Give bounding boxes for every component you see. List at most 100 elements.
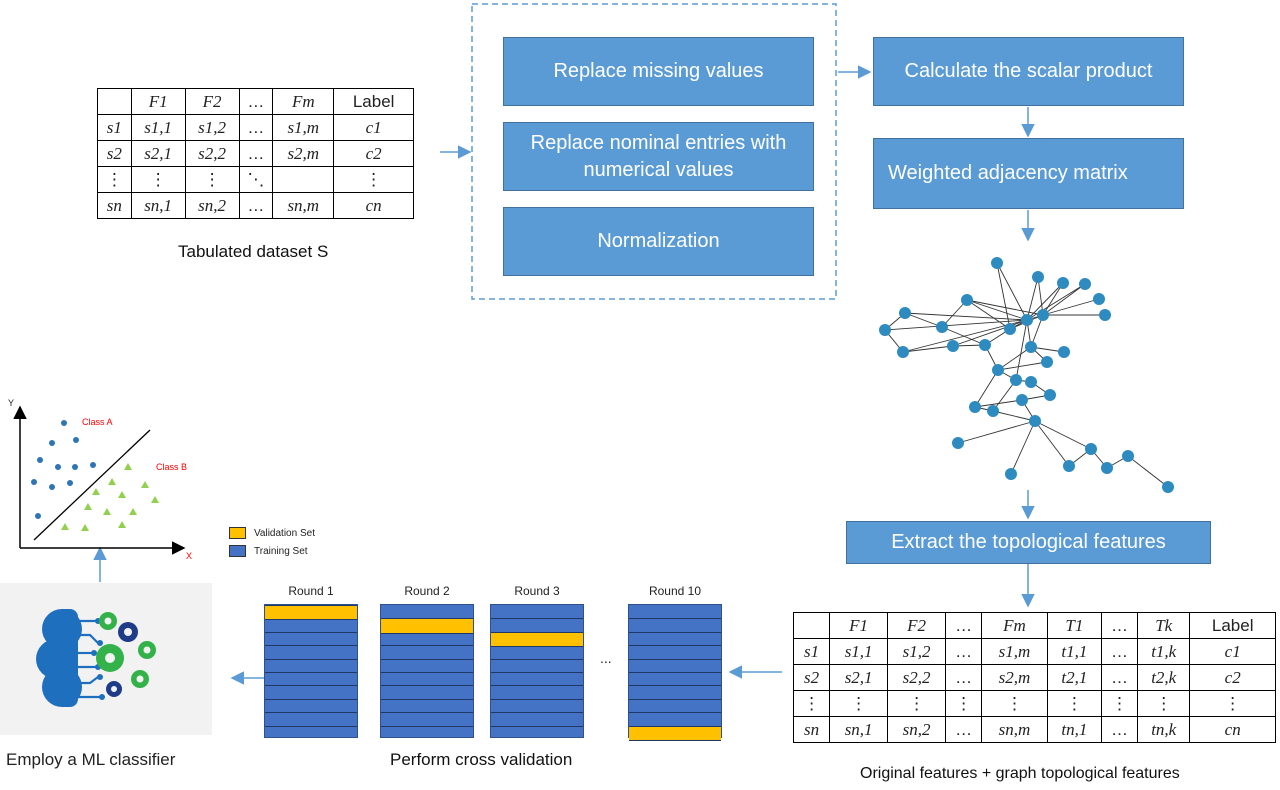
round-label-3: Round 3 — [514, 584, 560, 598]
graph-node — [961, 294, 973, 306]
combined-table-cell: c1 — [1189, 638, 1276, 665]
graph-node — [1058, 346, 1070, 358]
graph-node — [991, 257, 1003, 269]
graph-edge — [992, 410, 1036, 422]
fold-divider — [265, 631, 357, 633]
combined-table-cell: ⋮ — [829, 690, 889, 717]
round-label-2: Round 2 — [404, 584, 450, 598]
dataset-table-cell — [272, 166, 335, 193]
fold-divider — [629, 672, 721, 673]
fold-divider — [491, 712, 583, 714]
combined-table-cell: T1 — [1046, 612, 1102, 639]
legend-training: Training Set — [229, 545, 308, 557]
combined-table-cell: sn,m — [981, 716, 1048, 743]
graph-node — [1032, 271, 1044, 283]
graph-node — [1162, 481, 1174, 493]
graph-node — [1057, 277, 1069, 289]
class-b-point — [108, 478, 116, 485]
class-a-point — [67, 480, 73, 486]
fold-divider — [381, 658, 473, 660]
fold-divider — [381, 685, 473, 687]
graph-node — [897, 346, 909, 358]
dataset-table-cell: F2 — [184, 88, 240, 115]
graph-node — [1016, 394, 1028, 406]
fold-divider — [265, 712, 357, 714]
fold-divider — [629, 618, 721, 620]
replace-nominal-box: Replace nominal entries with numerical v… — [503, 122, 814, 191]
fold-round-10 — [628, 604, 722, 741]
class-a-point — [55, 464, 61, 470]
fold-divider — [265, 672, 357, 673]
fold-round-2 — [380, 604, 474, 738]
combined-table-cell: s1,m — [981, 638, 1048, 665]
normalization-box: Normalization — [503, 207, 814, 276]
combined-table-cell: c2 — [1189, 664, 1276, 691]
fold-divider — [265, 645, 357, 647]
class-a-label: Class A — [82, 417, 113, 427]
graph-node — [1041, 356, 1053, 368]
dataset-table-cell: s2 — [97, 140, 132, 167]
class-b-point — [118, 491, 126, 498]
combined-table-cell — [792, 612, 831, 639]
dataset-table-cell: ⋮ — [97, 166, 132, 193]
graph-edge — [1127, 455, 1169, 488]
combined-table-cell: … — [1100, 664, 1139, 691]
graph-node — [1099, 309, 1111, 321]
combined-table-cell: ⋮ — [887, 690, 947, 717]
graph-edge — [952, 319, 1028, 347]
graph-node — [1079, 278, 1091, 290]
dataset-table-cell: s2,1 — [130, 140, 186, 167]
validation-label: Validation Set — [254, 527, 315, 539]
graph-edge — [992, 379, 1017, 412]
dataset-table-cell: s1 — [97, 114, 132, 141]
class-b-point — [103, 508, 111, 515]
graph-edge — [1034, 420, 1070, 467]
preprocessing-group — [471, 3, 837, 300]
combined-table-cell: tn,k — [1137, 716, 1191, 743]
rounds-ellipsis: ... — [600, 650, 612, 666]
dataset-table-cell: sn,1 — [130, 192, 186, 219]
dataset-table-cell: F1 — [130, 88, 186, 115]
graph-node — [899, 307, 911, 319]
combined-table-cell: Fm — [981, 612, 1048, 639]
graph-edge — [996, 262, 1011, 330]
combined-table-cell: ⋮ — [945, 690, 983, 717]
graph-edge — [966, 299, 1044, 316]
graph-edge — [997, 346, 1032, 371]
graph-edge — [1042, 298, 1100, 316]
fold-divider — [265, 658, 357, 660]
fold-divider — [381, 672, 473, 673]
class-b-point — [84, 503, 92, 510]
class-b-point — [81, 524, 89, 531]
combined-table-cell: s2,m — [981, 664, 1048, 691]
graph-node — [1063, 460, 1075, 472]
fold-divider — [381, 712, 473, 714]
dataset-table-cell: Fm — [272, 88, 335, 115]
class-a-point — [35, 513, 41, 519]
validation-fold — [381, 618, 473, 634]
dataset-table-cell: … — [238, 114, 274, 141]
fold-divider — [629, 658, 721, 660]
graph-node — [947, 340, 959, 352]
combined-table-cell: ⋮ — [1137, 690, 1191, 717]
class-b-point — [141, 481, 149, 488]
class-a-points — [31, 420, 96, 519]
graph-edge — [1010, 420, 1036, 475]
class-b-label: Class B — [156, 462, 188, 472]
class-b-point — [129, 508, 137, 515]
graph-edge — [966, 299, 1011, 330]
class-a-point — [49, 440, 55, 446]
graph-edge — [902, 345, 954, 353]
fold-divider — [629, 645, 721, 647]
combined-table-cell: … — [945, 716, 983, 743]
dataset-table-row: ⋮⋮⋮⋱⋮ — [97, 166, 414, 193]
graph-edge — [904, 312, 943, 328]
fold-divider — [491, 725, 583, 727]
fold-divider — [629, 685, 721, 687]
dataset-table-cell: s1,m — [272, 114, 335, 141]
graph-node — [969, 401, 981, 413]
